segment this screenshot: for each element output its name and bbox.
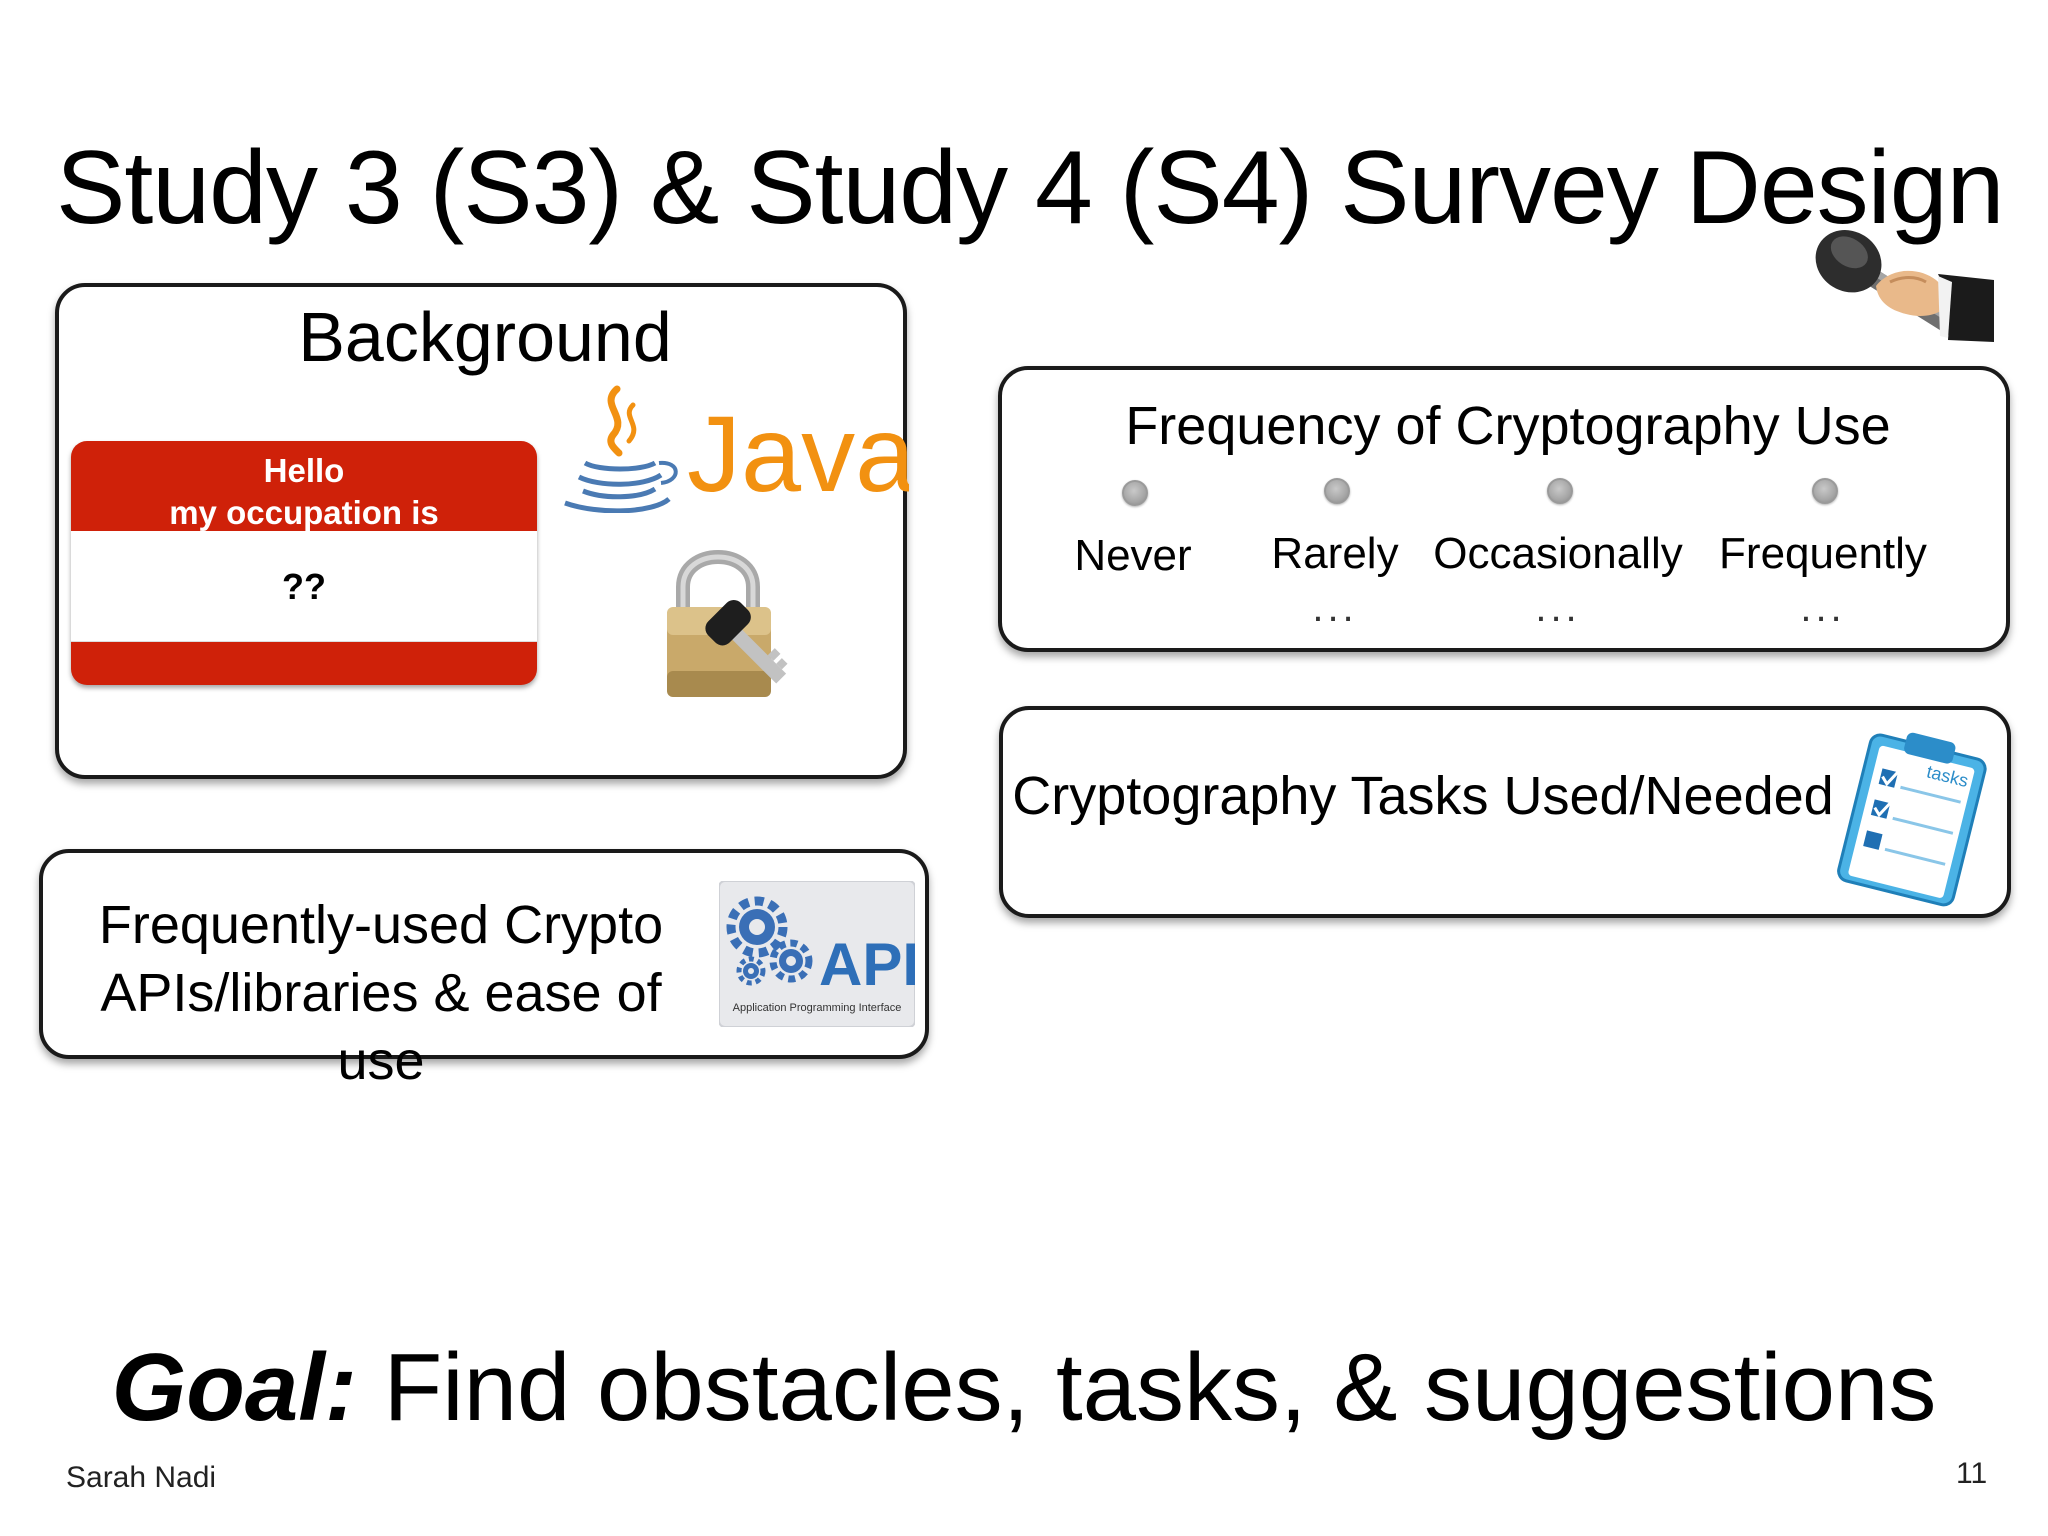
radio-rarely[interactable]: [1324, 478, 1350, 504]
api-logo-subtitle: Application Programming Interface: [733, 1002, 902, 1014]
option-label-occasionally: Occasionally: [1433, 529, 1683, 578]
name-tag-sticker: Hello my occupation is ??: [71, 441, 537, 685]
radio-occasionally[interactable]: [1547, 478, 1573, 504]
background-panel: Background Hello my occupation is ?? Jav…: [55, 283, 909, 779]
option-label-never: Never: [1074, 531, 1192, 580]
api-text-line-2: APIs/libraries & ease of use: [100, 963, 662, 1091]
api-libraries-panel: Frequently-used Crypto APIs/libraries & …: [39, 849, 929, 1091]
api-gears-logo: API Application Programming Interface: [719, 881, 915, 1027]
name-tag-value: ??: [282, 566, 326, 607]
frequency-of-use-panel: Frequency of Cryptography Use Never Rare…: [998, 366, 2010, 652]
slide-number: 11: [1956, 1457, 1988, 1490]
name-tag-greeting: Hello: [263, 452, 345, 489]
goal-statement: Goal: Find obstacles, tasks, & suggestio…: [0, 1332, 2048, 1444]
option-ellipsis-frequently: ...: [1800, 586, 1846, 630]
java-logo-text: Java: [687, 393, 909, 513]
radio-never[interactable]: [1122, 480, 1148, 506]
option-label-frequently: Frequently: [1719, 529, 1927, 578]
lock-and-key-icon: [667, 550, 788, 697]
radio-frequently[interactable]: [1812, 478, 1838, 504]
option-ellipsis-rarely: ...: [1312, 586, 1358, 630]
name-tag-blank-area: ??: [71, 531, 537, 642]
crypto-tasks-panel: Cryptography Tasks Used/Needed tasks: [999, 706, 2011, 918]
frequency-question-title: Frequency of Cryptography Use: [1125, 396, 1891, 456]
api-logo-text: API: [819, 931, 915, 998]
goal-label: Goal:: [111, 1334, 357, 1441]
api-text-line-1: Frequently-used Crypto: [98, 895, 664, 955]
crypto-tasks-text: Cryptography Tasks Used/Needed: [1012, 766, 1834, 826]
background-heading: Background: [298, 298, 672, 376]
task-checklist-icon: tasks: [1837, 732, 1987, 907]
slide-title: Study 3 (S3) & Study 4 (S4) Survey Desig…: [56, 130, 2004, 246]
option-ellipsis-occasionally: ...: [1535, 586, 1581, 630]
name-tag-subtitle: my occupation is: [169, 494, 439, 531]
author-name: Sarah Nadi: [66, 1461, 217, 1494]
java-logo: Java: [564, 385, 909, 513]
goal-text: Find obstacles, tasks, & suggestions: [356, 1334, 1937, 1441]
api-libraries-text: Frequently-used Crypto APIs/libraries & …: [51, 891, 711, 1095]
option-label-rarely: Rarely: [1271, 529, 1399, 578]
microphone-icon: [1815, 230, 1994, 342]
